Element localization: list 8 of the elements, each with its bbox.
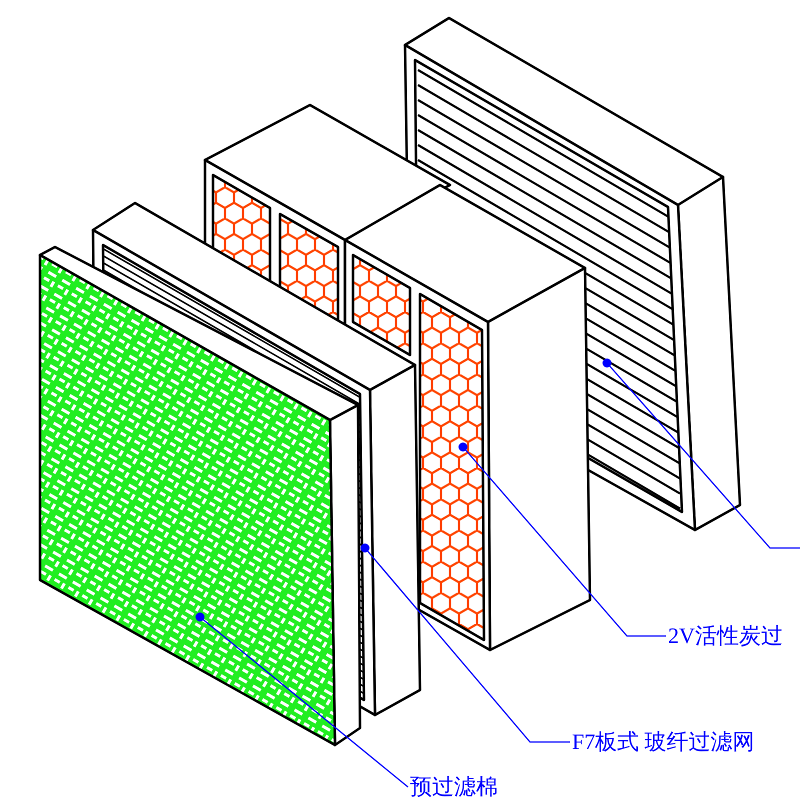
leader-line	[602, 358, 800, 549]
leader-line	[360, 544, 570, 743]
callout-label: F7板式 玻纤过滤网	[572, 730, 755, 754]
callout-label: 2V活性炭过	[668, 624, 783, 648]
callout-label: 预过滤棉	[410, 775, 498, 800]
leader-line	[196, 612, 408, 788]
leader-line	[458, 442, 666, 637]
mesh-filter-drawing	[38, 246, 362, 746]
